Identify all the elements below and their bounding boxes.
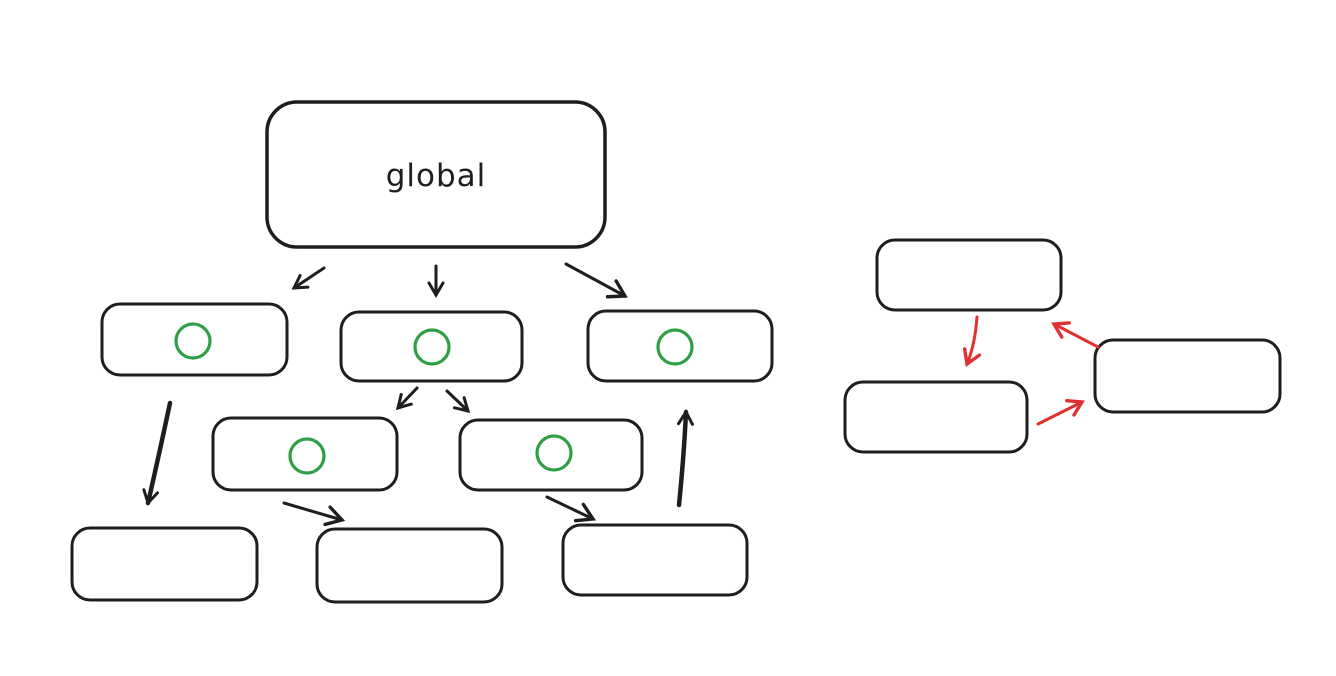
node-global-label: global [386,158,487,194]
edge-l1-middle-to-l2-right [445,389,471,414]
node-l1-left [100,302,289,377]
edge-global-to-l1-right [564,262,628,299]
node-r-top [875,238,1063,312]
edge-r-right-to-r-top [1051,321,1100,349]
edge-global-to-l1-left [291,266,326,290]
node-l2-right [458,418,644,492]
edge-r-bottom-left-to-r-right [1036,398,1085,426]
edge-l1-middle-to-l2-left [395,386,419,411]
status-circle-icon [535,434,573,472]
status-circle-icon [174,322,212,360]
node-l1-middle [339,310,524,383]
node-r-right [1093,338,1282,414]
node-l3-left [70,526,259,602]
edge-l1-left-to-l3-left [142,400,173,506]
left-cluster: global [70,100,774,604]
node-global [265,100,607,249]
edge-r-top-to-r-bottom-left [962,315,982,367]
status-circle-icon [413,328,451,366]
edge-l3-right-to-l1-right [676,409,694,508]
edge-l2-left-to-l3-middle [282,501,346,527]
node-l2-left [211,416,399,492]
status-circle-icon [288,437,326,475]
right-cluster [843,238,1282,454]
node-l3-middle [315,527,504,604]
node-r-bottom-left [843,380,1029,454]
node-l3-right [561,523,749,597]
edge-l2-right-to-l3-right [545,495,596,523]
node-l1-right [586,309,774,383]
status-circle-icon [656,328,694,366]
